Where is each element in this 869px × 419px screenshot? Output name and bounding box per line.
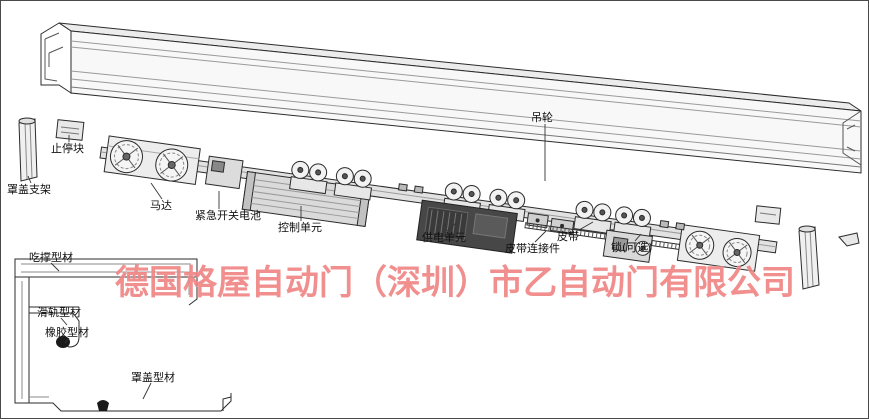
motor-unit — [103, 135, 201, 186]
operator-assembly — [99, 135, 778, 272]
right-drive-unit — [676, 224, 761, 272]
label-belt: 皮带 — [557, 230, 579, 243]
label-control-unit: 控制单元 — [278, 221, 322, 234]
cover-bracket-part-left — [18, 117, 38, 182]
power-unit-box — [416, 199, 518, 254]
stop-block-part-left — [55, 119, 85, 141]
battery-unit — [204, 155, 244, 190]
stop-block-part-right — [754, 205, 782, 225]
beam-tab — [659, 220, 670, 229]
label-slide-rail-profile: 滑轨型材 — [37, 306, 81, 319]
roller-assembly — [289, 160, 328, 195]
beam-tab — [397, 183, 408, 192]
cover-bracket-part-right — [798, 225, 820, 290]
label-cover-bracket: 罩盖支架 — [7, 183, 51, 196]
label-emergency-switch-battery: 紧急开关电池 — [195, 209, 261, 222]
label-lock-optional: 锁(可选) — [611, 241, 653, 254]
label-power-supply-unit: 供电单元 — [422, 231, 466, 244]
label-support-profile: 吃撑型材 — [29, 251, 73, 264]
label-motor: 马达 — [150, 199, 172, 212]
leader-lines — [27, 124, 642, 400]
track-rail-3d — [40, 22, 862, 174]
beam-tab — [675, 222, 686, 231]
label-hanging-roller: 吊轮 — [531, 111, 553, 124]
label-cover-profile: 罩盖型材 — [131, 371, 175, 384]
label-stop-block: 止停块 — [51, 142, 84, 155]
roller-assembly — [573, 200, 612, 235]
end-clamp-part — [838, 232, 860, 247]
roller-assembly — [333, 167, 373, 201]
profile-cross-section — [14, 258, 232, 412]
lock-part — [602, 229, 654, 263]
beam-tab — [413, 185, 424, 194]
label-rubber-profile: 橡胶型材 — [45, 326, 89, 339]
watermark-text: 德国格屋自动门（深圳）市乙自动门有限公司 — [115, 263, 795, 303]
label-belt-connector: 皮带连接件 — [505, 242, 560, 255]
